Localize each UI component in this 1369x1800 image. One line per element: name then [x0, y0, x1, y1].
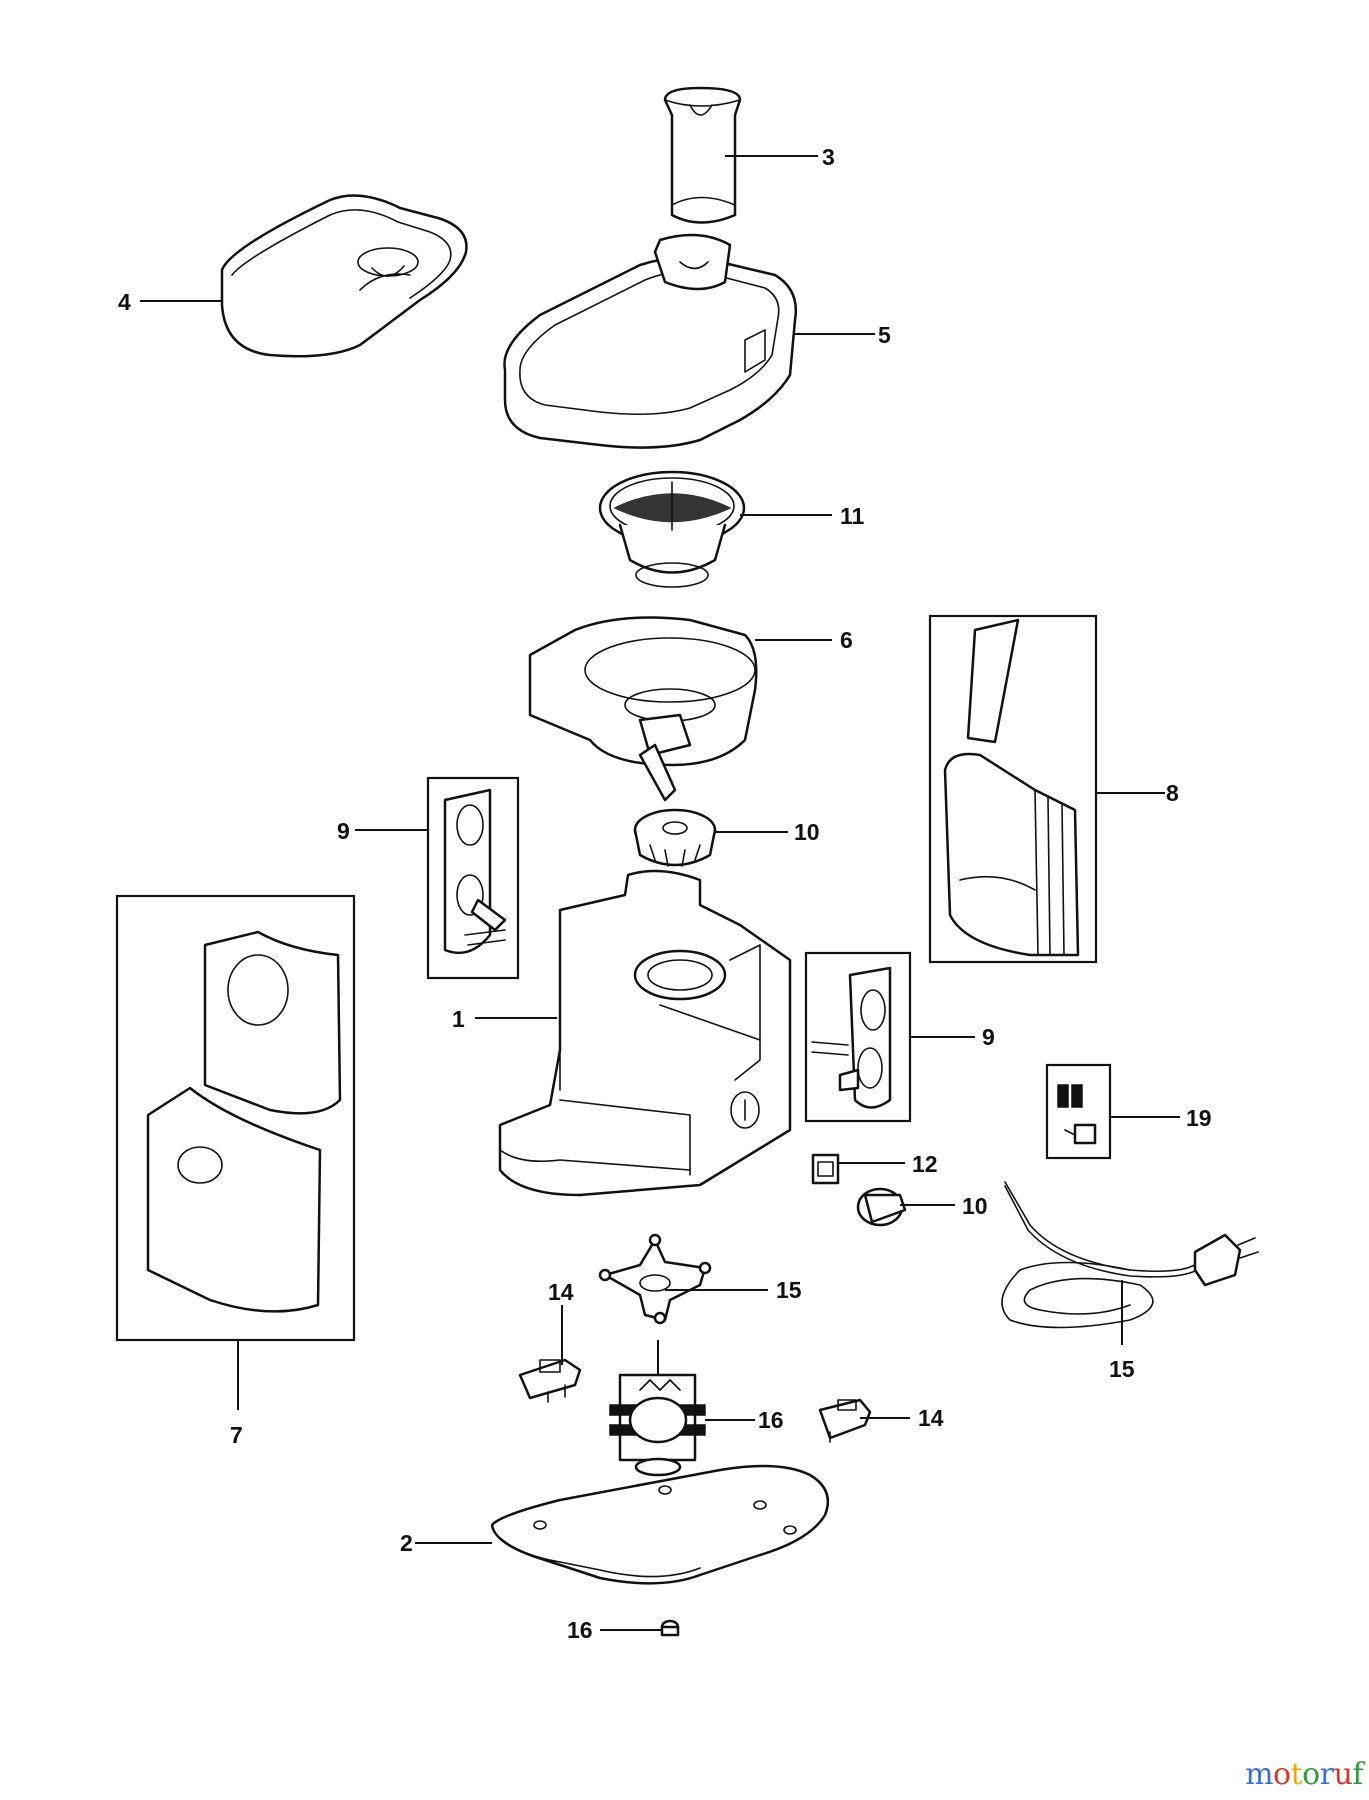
callout-1: 1	[452, 1006, 465, 1032]
watermark-letter: o	[1302, 1757, 1320, 1792]
part-1-housing	[498, 869, 792, 1197]
part-13-clip	[811, 1153, 840, 1185]
watermark-letter: u	[1333, 1757, 1353, 1792]
part-14-left-switch	[518, 1358, 582, 1403]
watermark-letter: r	[1319, 1757, 1334, 1792]
callout-7: 7	[230, 1422, 243, 1448]
callout-14-left: 14	[548, 1279, 574, 1305]
watermark-letter: o	[1273, 1757, 1291, 1792]
callout-2: 2	[400, 1530, 413, 1556]
callout-9-left: 9	[337, 818, 350, 844]
part-9-right-box	[804, 951, 912, 1123]
part-18-foot	[660, 1619, 680, 1637]
callout-15: 15	[1109, 1356, 1135, 1382]
watermark-letter: f	[1352, 1757, 1363, 1792]
part-3-pusher	[663, 86, 742, 224]
callout-10: 10	[962, 1193, 988, 1219]
part-9-left-box	[426, 776, 520, 980]
callout-8: 8	[1166, 780, 1179, 806]
part-6-bowl	[528, 616, 758, 802]
callout-18: 16	[567, 1617, 593, 1643]
watermark-logo: motoruf	[1245, 1757, 1363, 1792]
part-14-right-switch	[818, 1398, 872, 1443]
callout-13: 12	[912, 1151, 938, 1177]
callout-14-right: 14	[918, 1405, 944, 1431]
callout-11: 10	[794, 819, 820, 845]
callout-17: 15	[776, 1277, 802, 1303]
part-5-lid	[503, 233, 798, 449]
watermark-letter: t	[1290, 1757, 1303, 1792]
callout-5: 5	[878, 322, 891, 348]
callout-16: 16	[758, 1407, 784, 1433]
callout-4: 4	[118, 289, 131, 315]
part-19-connectors-box	[1045, 1063, 1112, 1160]
watermark-letter: m	[1245, 1757, 1274, 1792]
part-8-pulp-container	[928, 614, 1098, 964]
callout-12: 11	[840, 503, 865, 529]
part-4-tray	[220, 194, 468, 358]
callout-3: 3	[822, 144, 835, 170]
callout-6: 6	[840, 627, 853, 653]
part-16-motor	[609, 1340, 706, 1477]
part-10-knob	[856, 1187, 907, 1227]
part-11-coupling	[633, 808, 717, 867]
part-15-power-cord	[1001, 1181, 1259, 1329]
part-17-motor-mount	[598, 1233, 712, 1325]
part-7-tanks-box	[115, 894, 356, 1342]
callout-19: 19	[1186, 1105, 1212, 1131]
callout-labels: 3 4 5 11 6 8 9 10 1 9 19 12 15 14 7 16 2…	[118, 144, 1212, 1643]
part-2-base-plate	[490, 1464, 830, 1585]
callout-9-right: 9	[982, 1024, 995, 1050]
part-12-filter-basket	[598, 470, 746, 588]
leader-lines	[140, 155, 1180, 1631]
